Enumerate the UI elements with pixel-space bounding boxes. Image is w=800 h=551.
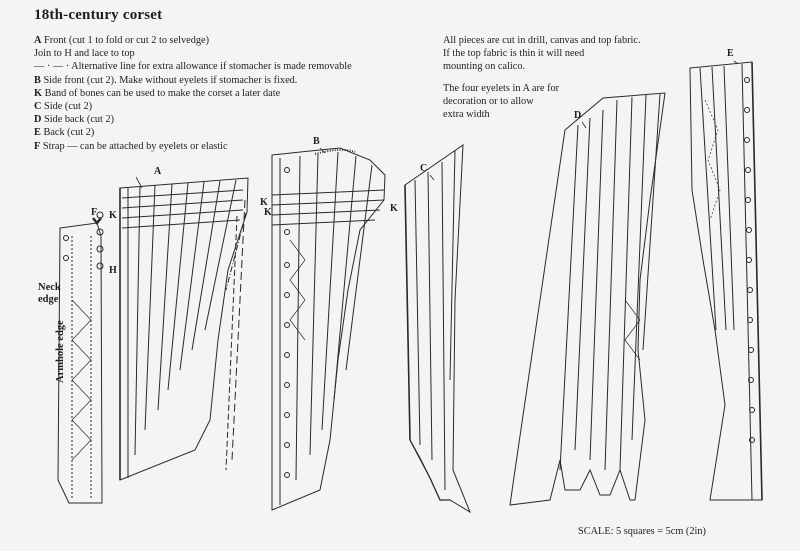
scale-note: SCALE: 5 squares = 5cm (2in) (578, 526, 706, 537)
legend-item-f: F Strap — can be attached by eyelets or … (34, 140, 228, 152)
piece-f-strap (57, 217, 103, 504)
note-line: extra width (443, 109, 490, 121)
diagram-title: 18th-century corset (34, 7, 163, 23)
legend-item-e: E Back (cut 2) (34, 127, 95, 139)
label-a: A (154, 166, 162, 177)
piece-a-front (96, 177, 249, 481)
note-line: mounting on calico. (443, 61, 526, 73)
piece-c-side (404, 144, 472, 514)
legend-item-d: D Side back (cut 2) (34, 114, 115, 126)
label-f: F (91, 207, 98, 218)
legend: A Front (cut 1 to fold or cut 2 to selve… (34, 34, 352, 153)
neck-edge-line2: edge (38, 294, 59, 305)
label-e: E (727, 48, 734, 59)
armhole-edge-label: Armhole edge (55, 320, 66, 383)
legend-item-b: B Side front (cut 2). Make without eyele… (34, 74, 298, 86)
label-k-side-front-left: K (264, 207, 272, 218)
piece-b-side-front (231, 147, 386, 511)
legend-item-alt-line: — · — · Alternative line for extra allow… (34, 61, 352, 73)
legend-item-k: K Band of bones can be used to make the … (34, 87, 281, 99)
label-k-front-right: K (260, 197, 268, 208)
legend-item-a: A Front (cut 1 to fold or cut 2 to selve… (34, 35, 210, 46)
label-k-side-front-right: K (390, 203, 398, 214)
fabric-notes: All pieces are cut in drill, canvas and … (443, 34, 641, 121)
label-c: C (420, 163, 428, 174)
neck-edge-line1: Neck (38, 282, 61, 293)
legend-item-join: Join to H and lace to top (34, 48, 135, 60)
note-line: The four eyelets in A are for (443, 82, 560, 94)
legend-item-c: C Side (cut 2) (34, 101, 93, 113)
note-line: All pieces are cut in drill, canvas and … (443, 35, 641, 46)
piece-d-side-back (509, 92, 666, 506)
neck-edge-label: Neck edge (38, 282, 61, 306)
label-b: B (313, 136, 320, 147)
note-line: If the top fabric is thin it will need (443, 48, 585, 60)
piece-e-back (689, 61, 763, 501)
label-k-front: K (109, 210, 117, 221)
label-d: D (574, 110, 582, 121)
note-line: decoration or to allow (443, 95, 534, 107)
note-gap (443, 74, 641, 82)
label-h: H (109, 265, 117, 276)
